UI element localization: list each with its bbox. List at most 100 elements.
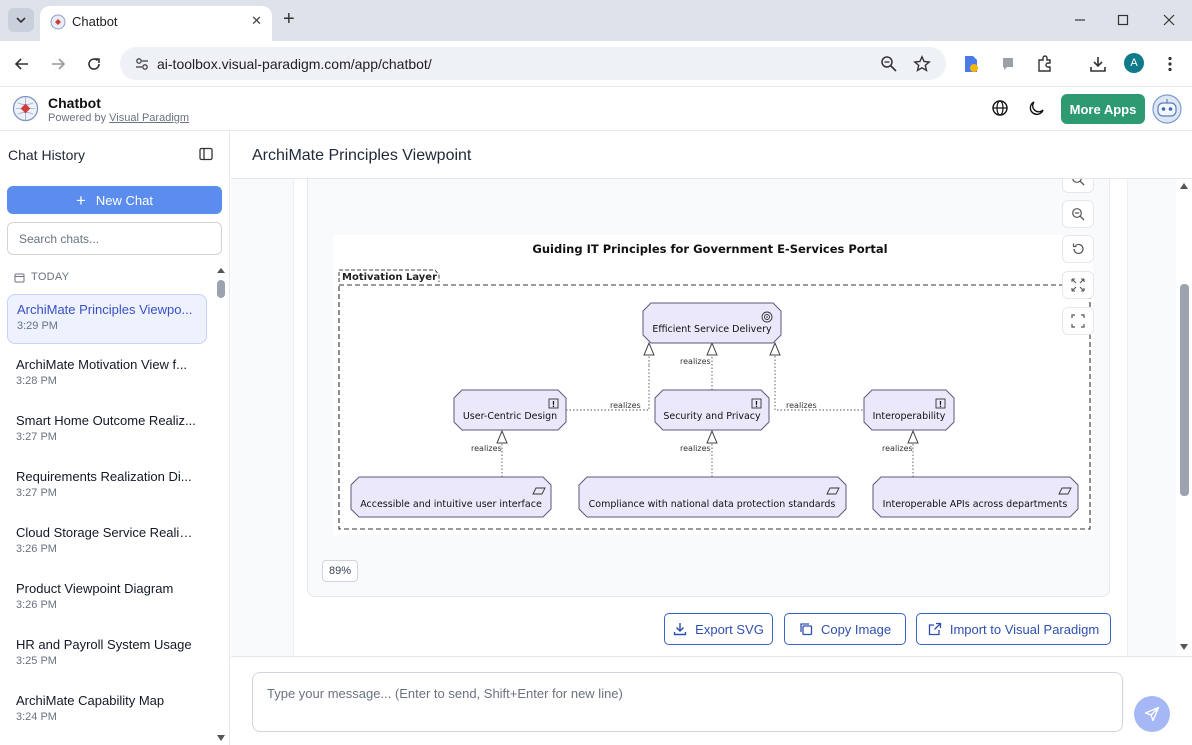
minimize-icon[interactable] — [1068, 9, 1092, 31]
tab-list-button[interactable] — [8, 8, 34, 32]
app-title: Chatbot — [48, 95, 101, 111]
principle-node[interactable]: ! Security and Privacy — [654, 389, 770, 431]
svg-text:!: ! — [755, 400, 758, 409]
fullscreen-button[interactable] — [1062, 307, 1094, 335]
extensions-puzzle-icon[interactable] — [1034, 53, 1056, 75]
fullscreen-icon — [1071, 314, 1085, 328]
dark-mode-moon-icon[interactable] — [1028, 99, 1046, 117]
message-input[interactable] — [252, 672, 1123, 732]
url-text[interactable]: ai-toolbox.visual-paradigm.com/app/chatb… — [157, 56, 432, 72]
principle-label: Interoperability — [873, 411, 946, 422]
extension-file-icon[interactable] — [960, 53, 982, 75]
layer-tab — [338, 269, 440, 282]
bookmark-star-icon[interactable] — [913, 55, 931, 73]
relation-label: realizes — [882, 444, 913, 453]
fit-view-button[interactable] — [1062, 271, 1094, 299]
new-chat-label: New Chat — [95, 192, 153, 208]
chat-item[interactable]: ArchiMate Capability Map 3:24 PM — [7, 686, 207, 736]
zoom-out-button[interactable] — [1062, 200, 1094, 228]
import-visual-paradigm-button[interactable]: Import to Visual Paradigm — [916, 613, 1111, 645]
extension-comment-icon[interactable] — [997, 53, 1019, 75]
chevron-down-icon — [16, 17, 26, 24]
relation-label: realizes — [786, 401, 817, 410]
maximize-icon[interactable] — [1111, 9, 1135, 31]
send-plane-icon — [1144, 706, 1160, 722]
arrow-left-icon — [14, 58, 28, 70]
chat-time: 3:24 PM — [16, 711, 57, 723]
chat-item[interactable]: HR and Payroll System Usage 3:25 PM — [7, 630, 207, 680]
close-window-icon[interactable] — [1157, 9, 1181, 31]
zoom-in-icon — [1072, 179, 1085, 186]
browser-menu-icon[interactable] — [1159, 53, 1181, 75]
scroll-down-arrow-icon[interactable] — [1179, 643, 1189, 651]
diagram-svg: Guiding IT Principles for Government E-S… — [338, 242, 1091, 530]
more-apps-button[interactable]: More Apps — [1061, 94, 1145, 124]
reset-rotate-icon — [1072, 243, 1084, 255]
chat-name: Smart Home Outcome Realiz... — [16, 413, 196, 428]
chat-item[interactable]: Smart Home Outcome Realiz... 3:27 PM — [7, 406, 207, 456]
scroll-up-arrow-icon[interactable] — [1179, 182, 1189, 190]
principle-icon — [751, 398, 762, 409]
browser-toolbar: ai-toolbox.visual-paradigm.com/app/chatb… — [0, 41, 1192, 87]
powered-by: Powered by Visual Paradigm — [48, 112, 189, 124]
chat-name: Product Viewpoint Diagram — [16, 581, 174, 596]
relation-label: realizes — [680, 357, 711, 366]
reload-icon — [88, 58, 100, 70]
reset-view-button[interactable] — [1062, 235, 1094, 263]
chat-item[interactable]: Requirements Realization Di... 3:27 PM — [7, 462, 207, 512]
arrow-right-icon — [52, 58, 66, 70]
back-button[interactable] — [10, 52, 34, 76]
requirement-icon — [1058, 487, 1072, 495]
address-bar[interactable]: ai-toolbox.visual-paradigm.com/app/chatb… — [120, 47, 946, 80]
principle-node[interactable]: ! Interoperability — [863, 389, 955, 431]
principle-label: User-Centric Design — [463, 411, 557, 422]
export-svg-button[interactable]: Export SVG — [664, 613, 773, 645]
relation-label: realizes — [680, 444, 711, 453]
sidebar-scrollbar[interactable] — [216, 267, 226, 743]
principle-icon — [935, 398, 946, 409]
chat-item[interactable]: Product Viewpoint Diagram 3:26 PM — [7, 574, 207, 624]
copy-icon — [800, 623, 813, 636]
search-chats-input[interactable] — [7, 222, 222, 255]
main-scroll-thumb[interactable] — [1180, 284, 1189, 496]
zoom-out-icon — [1072, 208, 1085, 221]
requirement-node[interactable]: Compliance with national data protection… — [578, 476, 847, 518]
reload-button[interactable] — [82, 52, 106, 76]
import-visual-paradigm-label: Import to Visual Paradigm — [949, 621, 1100, 637]
motivation-layer-group — [338, 284, 1091, 530]
forward-button[interactable] — [46, 52, 70, 76]
requirement-node[interactable]: Interoperable APIs across departments — [872, 476, 1079, 518]
sidebar-toggle-icon[interactable] — [199, 147, 213, 161]
requirement-icon — [532, 487, 546, 495]
chat-history-sidebar: Chat History + New Chat TODAY ArchiMate … — [0, 131, 230, 745]
export-svg-label: Export SVG — [695, 621, 764, 637]
chat-item[interactable]: ArchiMate Principles Viewpo... 3:29 PM — [7, 294, 207, 344]
external-link-icon — [928, 622, 941, 636]
new-chat-button[interactable]: + New Chat — [7, 186, 222, 214]
realization-arrowheads — [496, 341, 919, 444]
send-button[interactable] — [1134, 696, 1170, 732]
visual-paradigm-link[interactable]: Visual Paradigm — [109, 112, 190, 124]
chat-item[interactable]: Cloud Storage Service Realiz... 3:26 PM — [7, 518, 207, 568]
language-globe-icon[interactable] — [991, 99, 1009, 117]
close-tab-icon[interactable]: ✕ — [251, 13, 262, 28]
chat-time: 3:27 PM — [16, 487, 57, 499]
browser-tab[interactable]: Chatbot ✕ — [40, 6, 272, 41]
app-header: Chatbot Powered by Visual Paradigm More … — [0, 87, 1192, 131]
bot-avatar-icon[interactable] — [1152, 94, 1182, 124]
principle-node[interactable]: ! User-Centric Design — [453, 389, 567, 431]
sidebar-scroll-thumb[interactable] — [217, 280, 225, 298]
goal-node[interactable]: Efficient Service Delivery — [642, 302, 782, 344]
chat-item[interactable]: ArchiMate Motivation View f... 3:28 PM — [7, 350, 207, 400]
principle-icon — [548, 398, 559, 409]
new-tab-button[interactable]: + — [283, 8, 295, 30]
copy-image-button[interactable]: Copy Image — [784, 613, 906, 645]
profile-avatar[interactable]: A — [1124, 53, 1144, 73]
zoom-in-button[interactable] — [1062, 179, 1094, 193]
site-settings-icon[interactable] — [134, 56, 150, 72]
archimate-diagram[interactable]: Guiding IT Principles for Government E-S… — [333, 235, 1093, 535]
requirement-node[interactable]: Accessible and intuitive user interface — [350, 476, 552, 518]
chat-name: ArchiMate Motivation View f... — [16, 357, 187, 372]
download-icon[interactable] — [1087, 53, 1109, 75]
zoom-icon[interactable] — [880, 55, 898, 73]
